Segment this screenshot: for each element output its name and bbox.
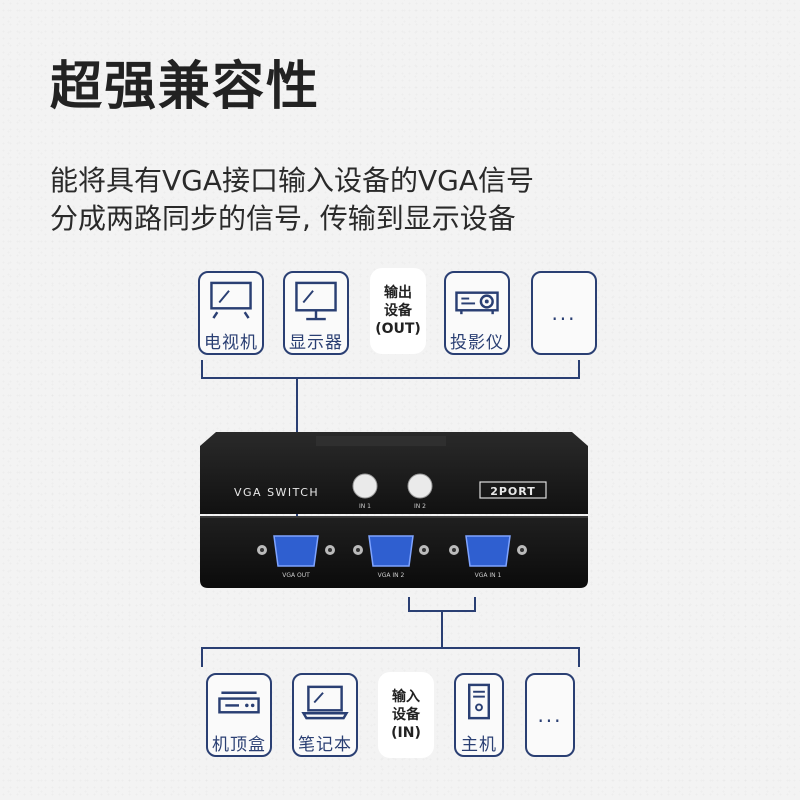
device-label: 投影仪 (450, 333, 504, 353)
output-bracket-right (578, 360, 580, 378)
set-top-box-icon (218, 691, 260, 714)
device-label: 机顶盒 (212, 735, 266, 755)
device-desktop-host: 主机 (454, 673, 504, 757)
port-vga-in1-label: VGA IN 1 (475, 572, 502, 579)
button-in1-label: IN 1 (359, 503, 371, 510)
input-connector-line (441, 610, 443, 648)
input-tag-line-1: 输入 (392, 689, 420, 705)
desktop-tower-icon (468, 683, 490, 720)
tv-icon (210, 281, 252, 319)
vga-port-in2 (353, 535, 429, 567)
laptop-icon (301, 685, 349, 720)
switch-top-label: VGA SWITCH (234, 486, 319, 499)
device-laptop: 笔记本 (292, 673, 358, 757)
headline: 超强兼容性 (50, 57, 321, 117)
device-monitor: 显示器 (283, 271, 349, 355)
input-tag-line-3: (IN) (391, 725, 421, 741)
description-line-2: 分成两路同步的信号, 传输到显示设备 (50, 202, 516, 235)
device-label: 电视机 (204, 333, 258, 353)
device-more: ... (531, 271, 597, 355)
input-tag: 输入 设备 (IN) (378, 672, 434, 758)
vga-switch-device: VGA SWITCH 2PORT IN 1 IN 2 VGA OUT VGA I… (200, 432, 588, 588)
input-bracket-bar (201, 647, 580, 649)
device-projector: 投影仪 (444, 271, 510, 355)
output-tag: 输出 设备 (OUT) (370, 268, 426, 354)
input-tag-line-2: 设备 (392, 707, 420, 723)
device-label: 笔记本 (298, 735, 352, 755)
button-in2-label: IN 2 (414, 503, 426, 510)
output-bracket-left (201, 360, 203, 378)
projector-icon (455, 291, 499, 315)
input-bracket-left (201, 647, 203, 667)
input-connector-left (408, 597, 410, 611)
more-icon: ... (551, 301, 577, 325)
device-set-top-box: 机顶盒 (206, 673, 272, 757)
input-bracket-right (578, 647, 580, 667)
device-more-input: ... (525, 673, 575, 757)
vga-port-in1 (449, 535, 527, 567)
monitor-icon (295, 281, 337, 321)
more-icon: ... (537, 703, 563, 727)
output-tag-line-3: (OUT) (375, 321, 421, 337)
output-tag-line-1: 输出 (384, 285, 412, 301)
device-label: 显示器 (289, 333, 343, 353)
description-line-1: 能将具有VGA接口输入设备的VGA信号 (50, 164, 535, 197)
input-connector-right (474, 597, 476, 611)
description: 能将具有VGA接口输入设备的VGA信号 分成两路同步的信号, 传输到显示设备 (50, 162, 534, 238)
port-vga-out-label: VGA OUT (282, 572, 310, 579)
output-bracket-bar (201, 377, 580, 379)
output-tag-line-2: 设备 (384, 303, 412, 319)
switch-port-count: 2PORT (490, 485, 536, 498)
device-label: 主机 (461, 735, 497, 755)
port-vga-in2-label: VGA IN 2 (378, 572, 405, 579)
device-tv: 电视机 (198, 271, 264, 355)
vga-port-out (257, 535, 335, 567)
